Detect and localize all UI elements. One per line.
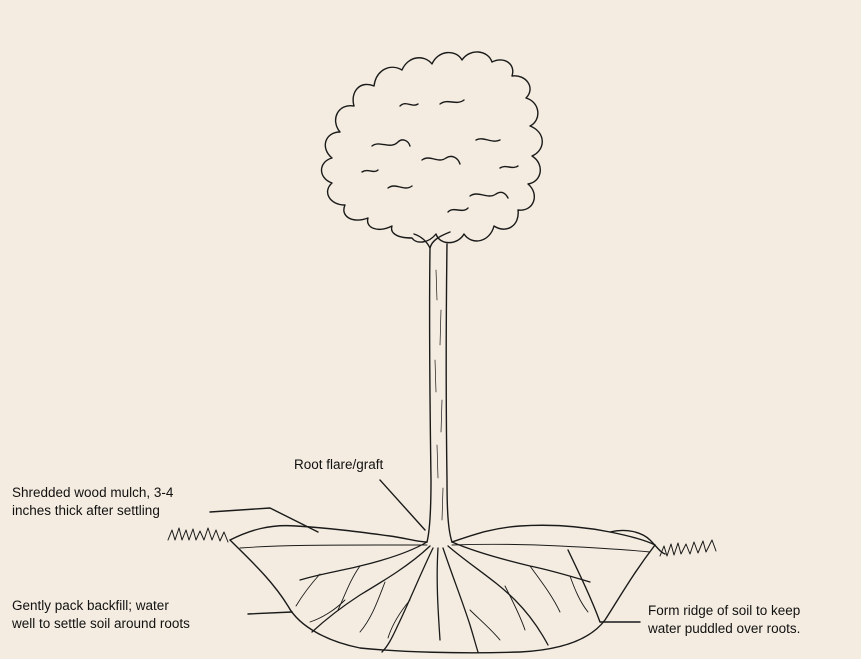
- label-ridge: Form ridge of soil to keep water puddled…: [648, 602, 800, 638]
- crown-detail: [440, 100, 464, 104]
- label-root-flare-text: Root flare/graft: [294, 456, 383, 474]
- leader-line-backfill: [248, 612, 292, 614]
- branch-junction: [414, 232, 450, 248]
- mulch-layer: [452, 525, 655, 545]
- crown-detail: [500, 166, 518, 168]
- label-ridge-line1: Form ridge of soil to keep: [648, 602, 800, 620]
- trunk-texture: [435, 270, 443, 520]
- crown-detail: [400, 104, 418, 106]
- leader-line-root-flare: [380, 480, 425, 530]
- planting-hole: [230, 540, 655, 653]
- label-mulch-line2: inches thick after settling: [12, 502, 173, 520]
- label-root-flare: Root flare/graft: [294, 456, 383, 474]
- crown-detail: [362, 170, 378, 172]
- trunk-right-edge: [446, 244, 452, 542]
- label-backfill-line1: Gently pack backfill; water: [12, 597, 190, 615]
- crown-detail: [448, 208, 468, 212]
- crown-detail: [470, 192, 508, 198]
- crown-detail: [388, 186, 412, 188]
- leader-line-ridge: [568, 550, 640, 622]
- label-backfill-line2: well to settle soil around roots: [12, 615, 190, 633]
- grass-left: [168, 528, 228, 542]
- label-mulch-line1: Shredded wood mulch, 3-4: [12, 484, 173, 502]
- mulch-lower-line: [240, 544, 650, 552]
- trunk-left-edge: [427, 248, 431, 542]
- tree-crown: [322, 52, 543, 243]
- root-system: [296, 542, 590, 652]
- label-backfill: Gently pack backfill; water well to sett…: [12, 597, 190, 633]
- label-mulch: Shredded wood mulch, 3-4 inches thick af…: [12, 484, 173, 520]
- grass-right: [660, 540, 716, 556]
- crown-detail: [422, 156, 460, 164]
- crown-detail: [476, 139, 500, 141]
- label-ridge-line2: water puddled over roots.: [648, 620, 800, 638]
- crown-detail: [372, 140, 410, 146]
- mulch-layer: [230, 526, 427, 542]
